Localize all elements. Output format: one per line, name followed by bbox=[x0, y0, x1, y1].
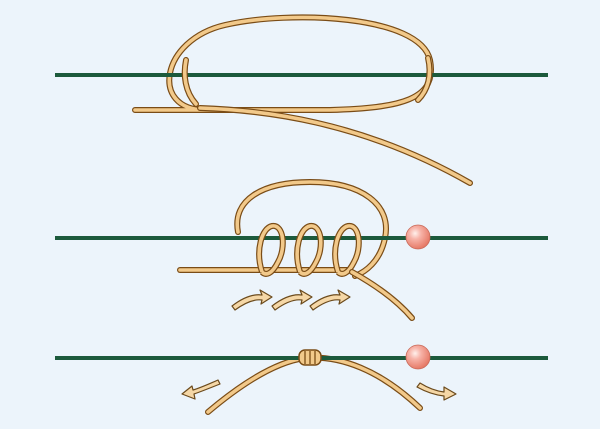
wraps bbox=[256, 223, 362, 277]
step-3-tighten bbox=[55, 344, 548, 415]
cord-outline bbox=[197, 105, 473, 186]
wrap-turn bbox=[257, 224, 285, 276]
arrow-icon bbox=[271, 289, 313, 311]
cord-outline bbox=[132, 14, 435, 113]
cord-segment bbox=[416, 56, 432, 102]
step-1-form-loop bbox=[55, 14, 548, 186]
arrow-icon bbox=[231, 289, 273, 311]
bead-icon bbox=[405, 224, 431, 250]
bead-icon bbox=[405, 344, 431, 370]
pull-arrows bbox=[181, 379, 457, 401]
cord-outline bbox=[205, 354, 423, 415]
knot bbox=[298, 349, 322, 366]
cord-standing-end bbox=[198, 106, 472, 185]
arrow-icon bbox=[181, 379, 221, 400]
cord-outer-loop bbox=[235, 180, 388, 278]
direction-arrows bbox=[231, 289, 351, 311]
cord-segment bbox=[182, 58, 198, 106]
cord-loop bbox=[133, 15, 433, 112]
arrow-icon bbox=[309, 289, 351, 311]
wrap-turn bbox=[333, 224, 361, 276]
arrow-icon bbox=[416, 382, 457, 401]
wrap-turn bbox=[295, 224, 323, 276]
cord-standing-end bbox=[350, 270, 414, 320]
step-2-wrap-turns bbox=[55, 178, 548, 321]
